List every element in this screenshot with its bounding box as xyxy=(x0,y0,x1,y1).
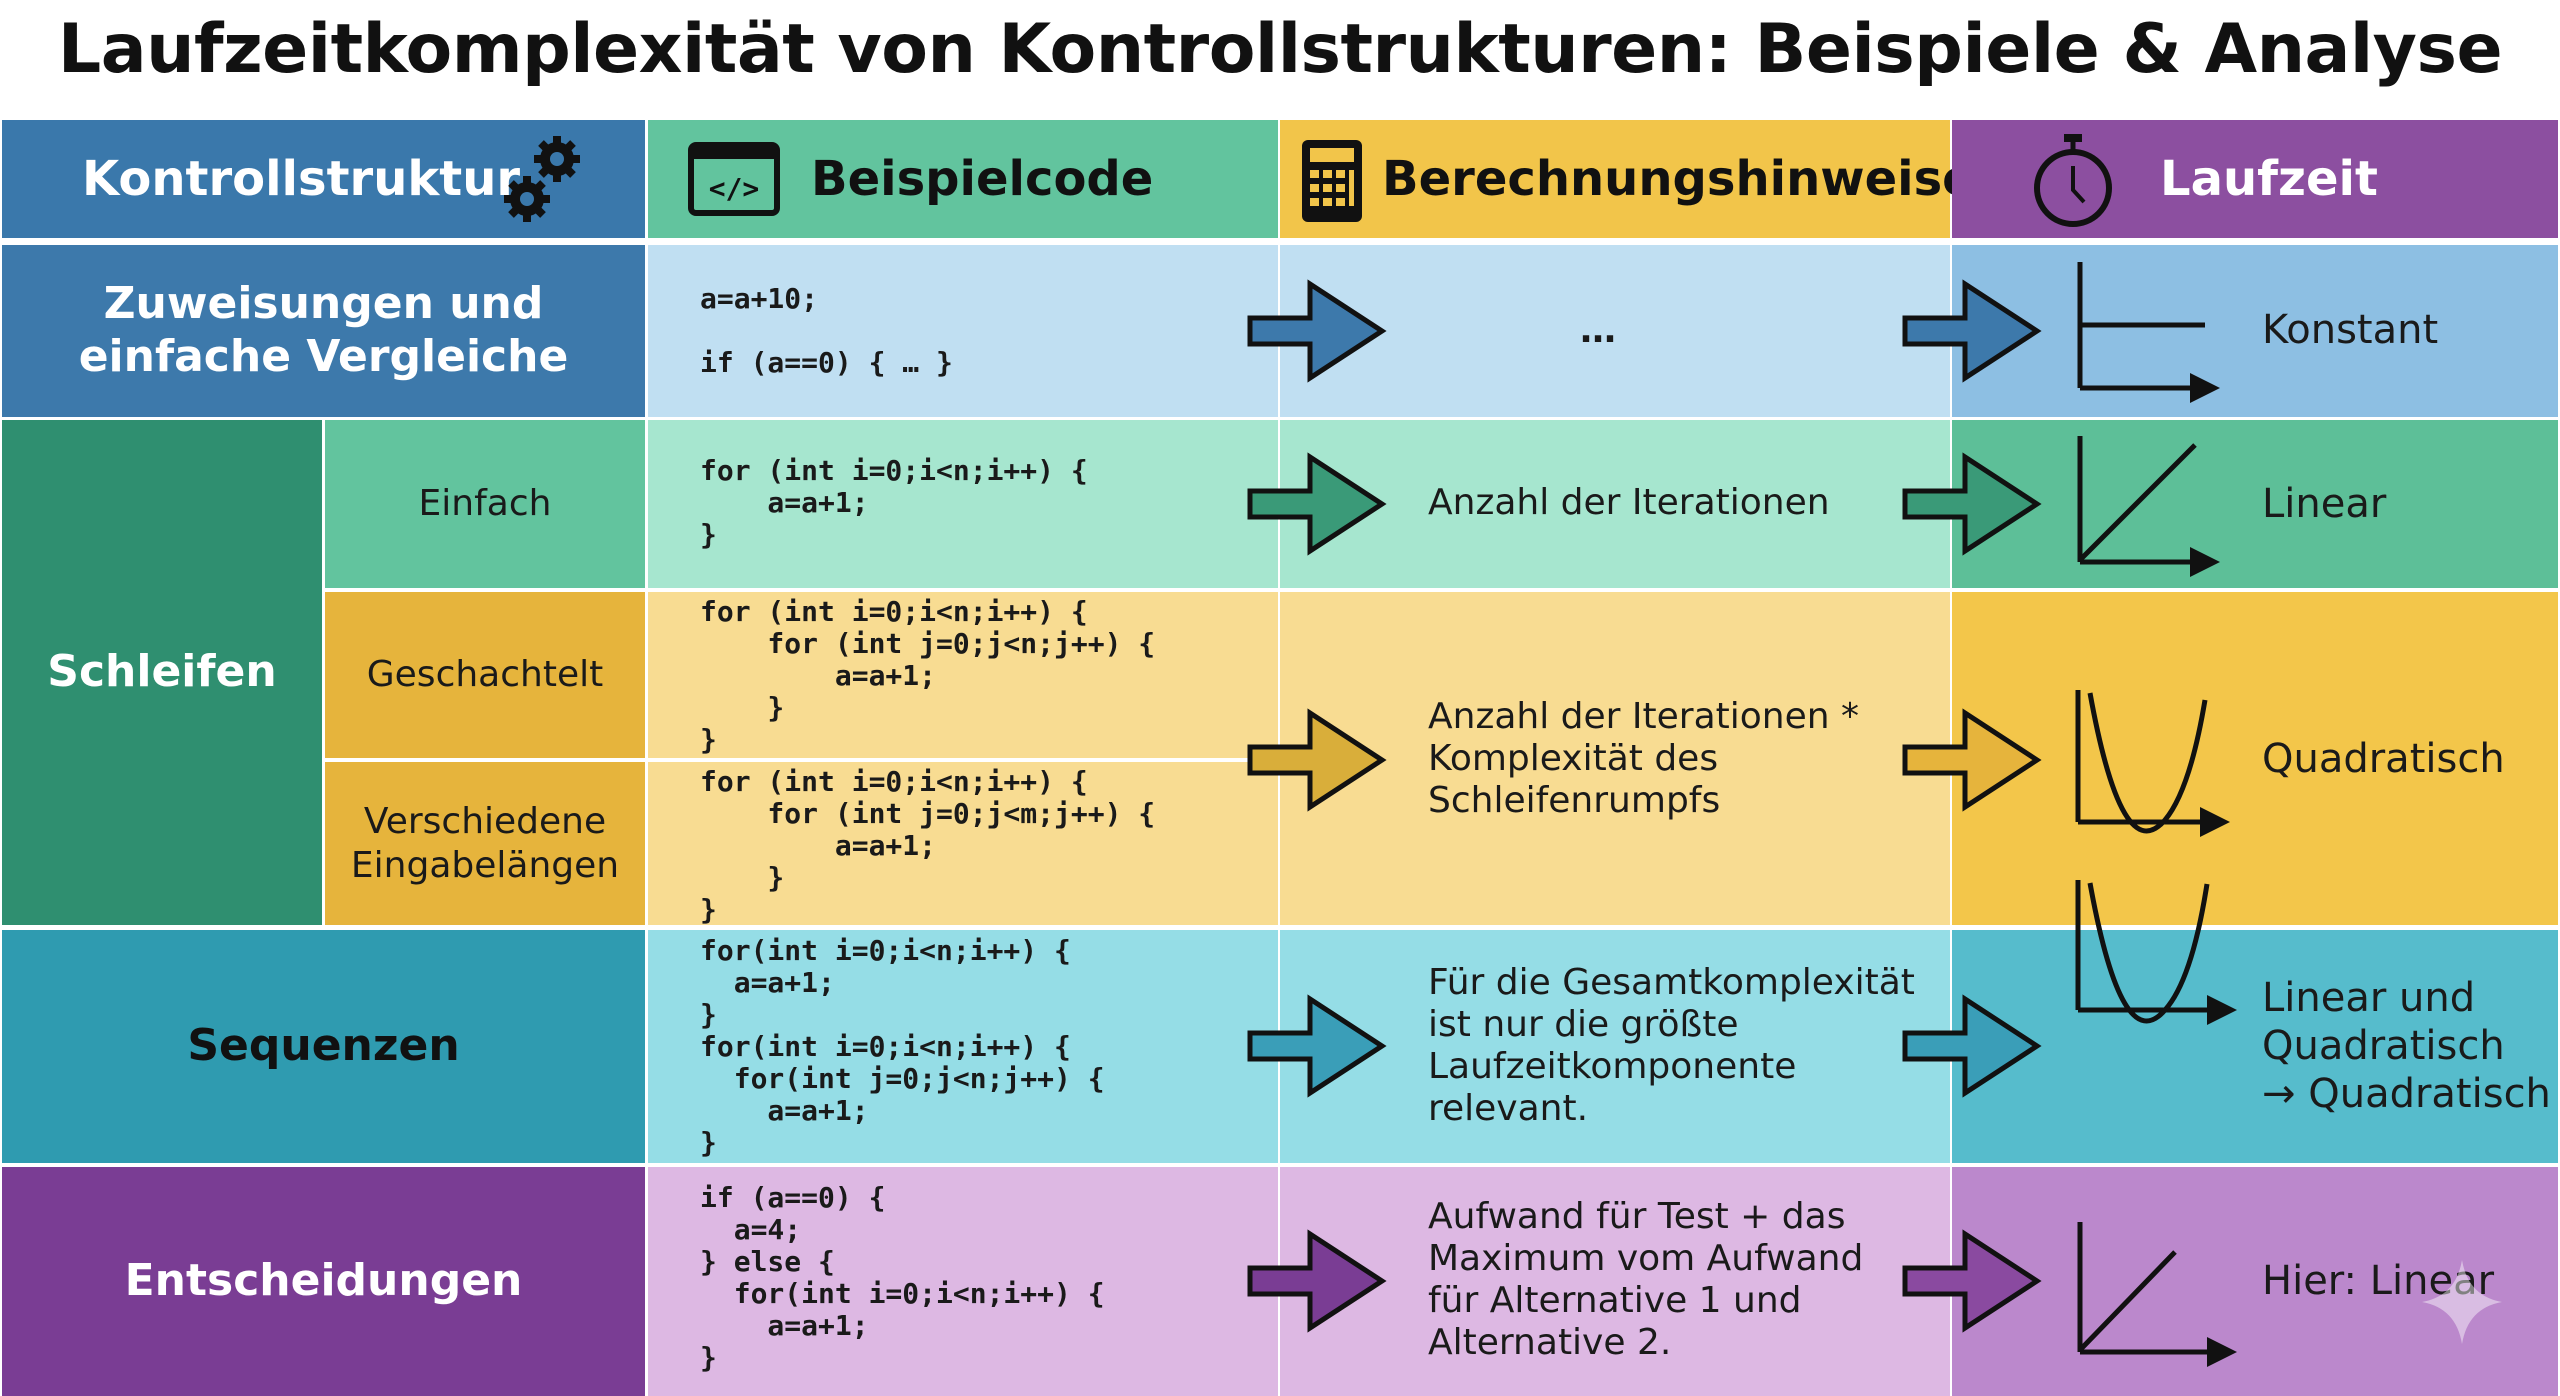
code-window-icon: </> xyxy=(688,142,780,216)
calculator-icon xyxy=(1302,140,1362,222)
sparkle-icon xyxy=(2422,1260,2502,1344)
code-cell-zuweisungen xyxy=(648,245,1278,417)
row-label-zuweisungen: Zuweisungen und einfache Vergleiche xyxy=(2,245,645,417)
code-verschiedene: for (int i=0;i<n;i++) { for (int j=0;j<m… xyxy=(700,765,1156,926)
header-laufzeit: Laufzeit xyxy=(1952,120,2558,238)
quadratic-graph-icon xyxy=(2075,880,2222,1010)
hint-sequenzen: Für die Gesamtkomplexität ist nur die gr… xyxy=(1428,962,1915,1129)
hint-cell-schleifen xyxy=(1280,592,1950,925)
code-zuweisungen: a=a+10; if (a==0) { … } xyxy=(700,282,953,379)
linear-graph-icon xyxy=(2077,1222,2222,1352)
row-label-entscheidungen: Entscheidungen xyxy=(2,1167,645,1396)
hint-cell-entscheidungen xyxy=(1280,1167,1950,1396)
runtime-cell-entscheidungen xyxy=(1952,1167,2558,1396)
hint-entscheidungen: Aufwand für Test + das Maximum vom Aufwa… xyxy=(1428,1196,1864,1363)
header-berechnungshinweise: Berechnungshinweise xyxy=(1280,120,1975,238)
hint-einfach: Anzahl der Iterationen xyxy=(1428,482,1830,523)
arrow-icon xyxy=(1247,279,1387,383)
row-label-schleifen: Schleifen xyxy=(2,420,322,925)
header-kontrollstruktur-label: Kontrollstruktur xyxy=(82,151,521,207)
code-cell-einfach xyxy=(648,420,1278,588)
arrow-icon xyxy=(1902,994,2042,1098)
header-beispielcode-label: Beispielcode xyxy=(811,151,1154,207)
arrow-icon xyxy=(1902,1229,2042,1333)
sublabel-verschiedene: Verschiedene Eingabelängen xyxy=(325,762,645,925)
sublabel-geschachtelt: Geschachtelt xyxy=(325,592,645,758)
code-entscheidungen: if (a==0) { a=4; } else { for(int i=0;i<… xyxy=(700,1181,1105,1374)
arrow-icon xyxy=(1902,279,2042,383)
arrow-icon xyxy=(1247,452,1387,556)
code-cell-verschiedene xyxy=(648,762,1278,925)
header-laufzeit-label: Laufzeit xyxy=(2160,151,2378,207)
code-einfach: for (int i=0;i<n;i++) { a=a+1; } xyxy=(700,454,1088,551)
linear-graph-icon xyxy=(2077,436,2205,562)
stopwatch-icon xyxy=(2034,134,2112,227)
runtime-cell-zuweisungen xyxy=(1952,245,2558,417)
page-title: Laufzeitkomplexität von Kontrollstruktur… xyxy=(57,10,2503,89)
arrow-icon xyxy=(1247,708,1387,812)
gears-icon xyxy=(504,136,580,222)
runtime-cell-sequenzen xyxy=(1952,930,2558,1163)
hint-zuweisungen: … xyxy=(1580,310,1616,351)
code-cell-geschachtelt xyxy=(648,592,1278,758)
sublabel-einfach: Einfach xyxy=(325,420,645,588)
code-cell-sequenzen xyxy=(648,930,1278,1163)
code-geschachtelt: for (int i=0;i<n;i++) { for (int j=0;j<n… xyxy=(700,595,1156,756)
runtime-entscheidungen: Hier: Linear xyxy=(2262,1258,2495,1304)
runtime-schleifen: Quadratisch xyxy=(2262,736,2505,782)
hint-cell-zuweisungen xyxy=(1280,245,1950,417)
runtime-einfach: Linear xyxy=(2262,481,2387,527)
hint-cell-einfach xyxy=(1280,420,1950,588)
runtime-sequenzen: Linear und Quadratisch → Quadratisch xyxy=(2262,975,2551,1117)
code-cell-entscheidungen xyxy=(648,1167,1278,1396)
hint-schleifen: Anzahl der Iterationen * Komplexität des… xyxy=(1428,696,1860,821)
hint-cell-sequenzen xyxy=(1280,930,1950,1163)
header-beispielcode: </> Beispielcode xyxy=(648,120,1278,238)
runtime-cell-schleifen xyxy=(1952,592,2558,925)
runtime-cell-einfach xyxy=(1952,420,2558,588)
row-label-sequenzen: Sequenzen xyxy=(2,930,645,1163)
arrow-icon xyxy=(1247,1229,1387,1333)
runtime-zuweisungen: Konstant xyxy=(2262,307,2439,353)
arrow-icon xyxy=(1902,452,2042,556)
svg-text:</>: </> xyxy=(709,172,760,205)
code-sequenzen: for(int i=0;i<n;i++) { a=a+1; } for(int … xyxy=(700,934,1105,1159)
arrow-icon xyxy=(1902,708,2042,812)
header-kontrollstruktur: Kontrollstruktur xyxy=(2,120,645,238)
quadratic-graph-icon xyxy=(2075,690,2215,822)
arrow-icon xyxy=(1247,994,1387,1098)
header-berechnungshinweise-label: Berechnungshinweise xyxy=(1382,151,1975,207)
